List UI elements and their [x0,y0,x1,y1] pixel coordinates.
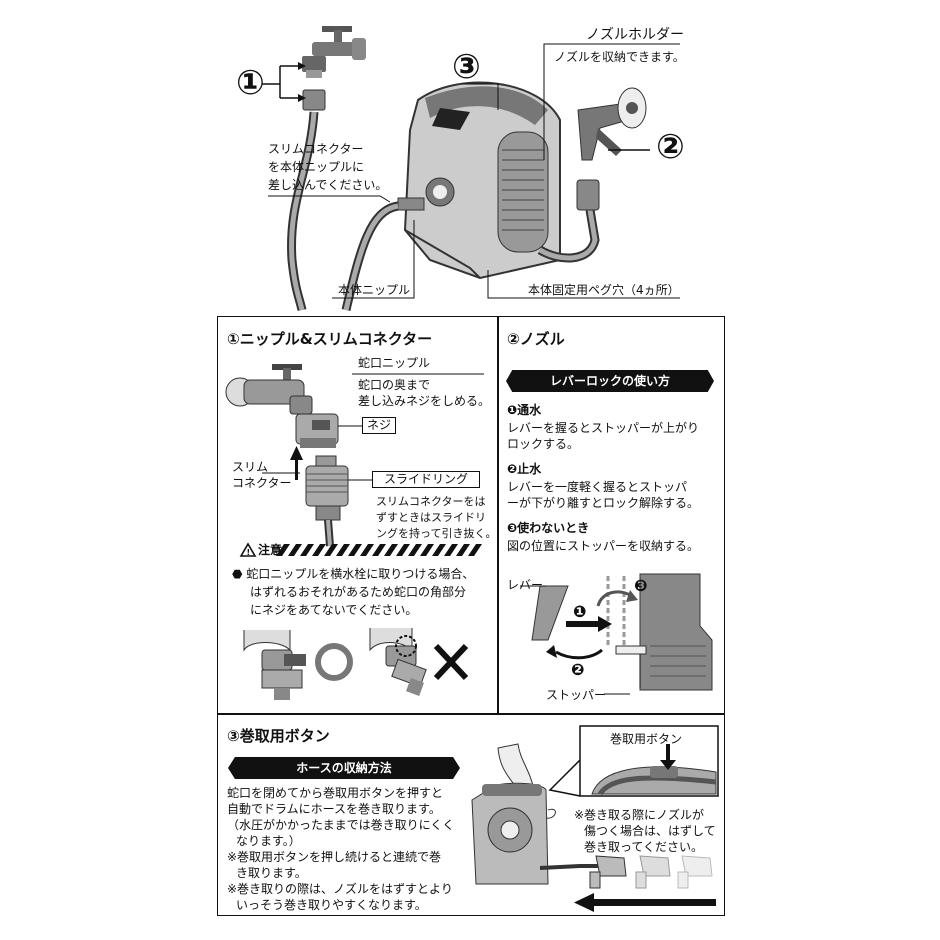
callout-number-2: ② [656,127,685,167]
slim-connector-label-2: コネクター [232,476,292,490]
slide-ring-desc-1: スリムコネクターをは [376,495,486,508]
storage-line-5: ※巻取用ボタンを押し続けると連続で巻 [227,850,442,864]
slim-connector-note-1: スリムコネクター [268,142,364,156]
section3-title: ③巻取用ボタン [227,727,330,745]
step3-title: ❸使わないとき [507,521,590,535]
step2-line-1: レバーを一度軽く握るとストッパ [507,480,688,494]
body-nipple-label: 本体ニップル [338,283,411,297]
caution-line-3: にネジをあてないでください。 [250,603,418,617]
slim-connector-label-1: スリム [232,460,269,474]
reel-note-2: 傷つく場合は、はずして [584,824,716,838]
reel-note-3: 巻き取ってください。 [584,840,704,854]
reel-button-label: 巻取用ボタン [610,732,683,746]
storage-line-3: （水圧がかかったままでは巻き取りにくく [227,818,455,832]
faucet-nipple-desc-2: 差し込みネジをしめる。 [358,394,491,408]
nozzle-holder-desc: ノズルを収納できます。 [554,50,685,64]
lever-label: レバー [507,578,544,592]
callout-number-1: ① [236,63,265,103]
step1-line-2: ロックする。 [507,437,580,451]
caution-line-1: ⬣ 蛇口ニップルを横水栓に取りつける場合、 [232,567,475,581]
step3-line-1: 図の位置にストッパーを収納する。 [507,539,700,553]
frame-divider-vertical [497,316,499,713]
step2-line-2: ーが下がり離すとロック解除する。 [507,496,700,510]
section2-title: ②ノズル [507,330,565,348]
lever-mark-3: ❸ [634,576,648,595]
frame-divider-horizontal [217,713,725,715]
storage-line-1: 蛇口を閉めてから巻取用ボタンを押すと [227,786,444,800]
storage-line-7: ※巻き取りの際は、ノズルをはずすとより [227,882,453,896]
svg-text:!: ! [247,548,251,557]
instruction-frame [217,316,725,916]
lever-mark-1: ❶ [573,602,587,621]
storage-line-6: き取ります。 [236,866,307,880]
section1-title: ①ニップル&スリムコネクター [227,330,433,348]
storage-line-4: なります。） [236,834,301,848]
slim-connector-note-2: を本体ニップルに [268,160,365,174]
caution-heading: 注意 [258,543,283,557]
storage-line-8: いっそう巻き取りやすくなります。 [236,898,427,912]
faucet-nipple-desc-1: 蛇口の奥まで [358,378,431,392]
nozzle-holder-title: ノズルホルダー [586,27,684,43]
callout-number-3: ③ [452,47,481,87]
faucet-nipple-label: 蛇口ニップル [358,356,431,370]
slide-ring-desc-3: ングを持って引き抜く。 [376,527,497,540]
stopper-label: ストッパー [546,688,607,702]
lever-mark-2: ❷ [571,660,585,679]
slide-ring-desc-2: ずすときはスライドリ [376,511,486,524]
lever-lock-heading: レバーロックの使い方 [506,370,714,392]
slide-ring-label: スライドリング [372,471,480,488]
slim-connector-note-3: 差し込んでください。 [268,178,388,192]
reel-note-1: ※巻き取る際にノズルが [574,808,705,822]
caution-line-2: はずれるおそれがあるため蛇口の角部分 [250,585,467,599]
storage-line-2: 自動でドラムにホースを巻き取ります。 [227,802,441,816]
hose-storage-heading: ホースの収納方法 [228,757,460,779]
step1-title: ❶通水 [507,403,542,417]
step1-line-1: レバーを握るとストッパーが上がり [507,421,700,435]
screw-label: ネジ [362,417,396,434]
step2-title: ❷止水 [507,462,542,476]
peg-holes-label: 本体固定用ペグ穴（4ヵ所） [528,283,680,297]
